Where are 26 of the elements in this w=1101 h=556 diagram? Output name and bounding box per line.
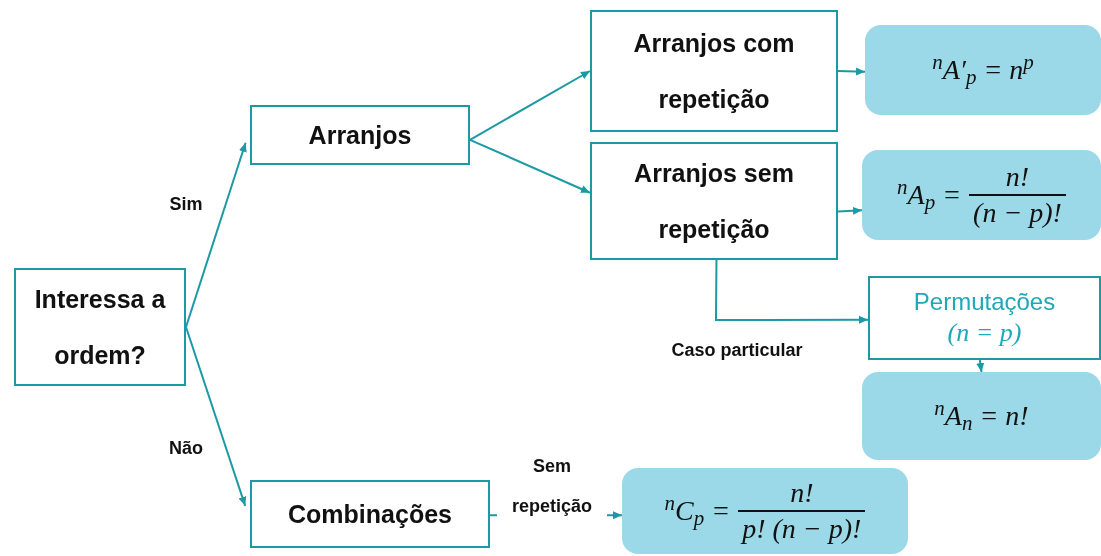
numerator: n! xyxy=(789,476,815,510)
formula-box xyxy=(862,372,1101,460)
process-box: Combinações xyxy=(250,480,490,548)
arrow xyxy=(469,70,591,141)
arrow xyxy=(837,67,866,76)
formula-box xyxy=(622,468,908,554)
numerator: n! xyxy=(1004,160,1031,194)
formula: (n = p) xyxy=(947,317,1022,349)
process-box: Arranjos com repetição xyxy=(590,10,838,132)
process-box xyxy=(868,276,1101,360)
formula: $^{n}$A$_{p}$ = xyxy=(897,174,962,216)
box-title: Permutações xyxy=(913,287,1056,317)
formula-box xyxy=(862,150,1101,240)
arrow xyxy=(469,138,591,194)
formula-box xyxy=(865,25,1101,115)
formula: $^{n}$C$_{p}$ = xyxy=(664,490,731,532)
arrow xyxy=(715,259,869,324)
process-box: Arranjos sem repetição xyxy=(590,142,838,260)
arrow xyxy=(976,359,985,373)
formula: $^{n}$A$_{n}$ = n! xyxy=(934,395,1029,437)
formula: $^{n}$A′$_{p}$ = n$^{p}$ xyxy=(932,49,1034,91)
process-box: Arranjos xyxy=(250,105,470,165)
denominator: p! (n − p)! xyxy=(739,512,863,546)
process-box: Interessa a ordem? xyxy=(14,268,186,386)
denominator: (n − p)! xyxy=(972,196,1063,230)
arrow xyxy=(837,206,863,215)
